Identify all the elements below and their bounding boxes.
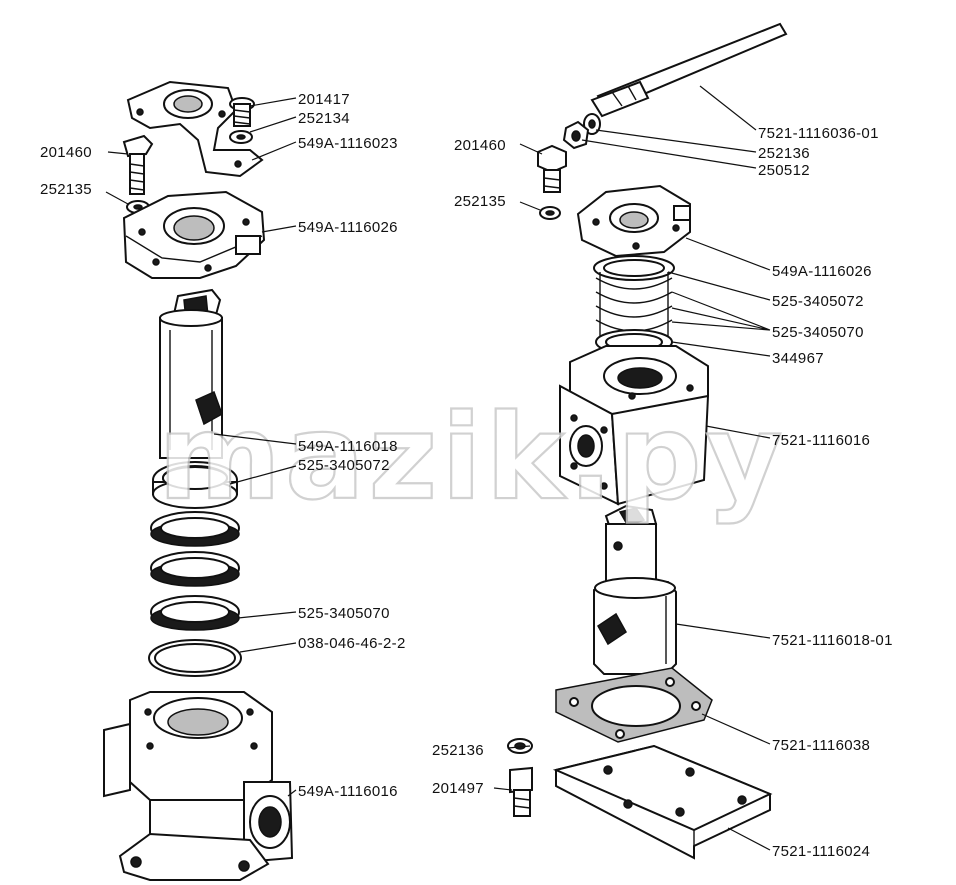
label-549A-1116023: 549A-1116023 [298, 135, 398, 152]
label-525-3405070-left: 525-3405070 [298, 605, 390, 622]
label-201497: 201497 [432, 780, 484, 797]
label-252135-left: 252135 [40, 181, 92, 198]
washer-252134 [229, 130, 253, 144]
label-250512: 250512 [758, 162, 810, 179]
washer-252135-right [539, 206, 561, 220]
left-assembly [103, 80, 294, 881]
bracket-549A-1116023 [126, 80, 264, 178]
label-201417: 201417 [298, 91, 350, 108]
housing-549A-1116016 [103, 691, 294, 881]
label-252136-top: 252136 [758, 145, 810, 162]
housing-7521-1116016 [559, 345, 710, 506]
label-549A-1116018: 549A-1116018 [298, 438, 398, 455]
label-525-3405072-left: 525-3405072 [298, 457, 390, 474]
gasket-7521-1116038 [555, 667, 713, 743]
ring-525-3405072-left [152, 461, 238, 509]
flange-549A-1116026-left [122, 190, 266, 279]
nut-250512 [562, 120, 590, 150]
label-201460-right: 201460 [454, 137, 506, 154]
shaft-7521-1116018-01 [593, 504, 677, 675]
label-525-3405072-right: 525-3405072 [772, 293, 864, 310]
right-assembly [507, 22, 788, 860]
springs-525-3405072-525-3405070-right [593, 255, 675, 355]
bolt-201497 [509, 766, 533, 817]
label-252135-right: 252135 [454, 193, 506, 210]
ring-525-3405070-left-1 [150, 511, 240, 547]
label-7521-1116024: 7521-1116024 [772, 843, 870, 860]
bolt-201460-right [537, 144, 567, 193]
label-344967: 344967 [772, 350, 824, 367]
label-549A-1116026-right: 549A-1116026 [772, 263, 872, 280]
ring-525-3405070-left-3 [150, 595, 240, 631]
label-549A-1116026-left: 549A-1116026 [298, 219, 398, 236]
bolt-201460-left [122, 134, 154, 195]
label-252134: 252134 [298, 110, 350, 127]
label-525-3405070-right: 525-3405070 [772, 324, 864, 341]
bolt-201417 [229, 97, 255, 127]
label-549A-1116016: 549A-1116016 [298, 783, 398, 800]
label-7521-1116038: 7521-1116038 [772, 737, 870, 754]
label-038-046-46-2-2: 038-046-46-2-2 [298, 635, 406, 652]
ring-525-3405070-left-2 [150, 551, 240, 587]
leader-lines [105, 85, 771, 851]
label-7521-1116018-01: 7521-1116018-01 [772, 632, 893, 649]
o-ring-038-046 [148, 639, 242, 677]
label-7521-1116016: 7521-1116016 [772, 432, 870, 449]
shaft-549A-1116018 [159, 288, 223, 459]
watermark-text: mazik.py [158, 388, 786, 526]
label-252136-bottom: 252136 [432, 742, 484, 759]
label-201460-left: 201460 [40, 144, 92, 161]
label-7521-1116036-01: 7521-1116036-01 [758, 125, 879, 142]
right-labels: 7521-1116036-01 252136 250512 201460 252… [432, 125, 893, 860]
rod-7521-1116036-01 [590, 22, 788, 118]
flange-549A-1116026-right [576, 184, 691, 258]
left-labels: 201417 252134 549A-1116023 201460 252135… [40, 91, 406, 800]
plate-7521-1116024 [552, 744, 773, 860]
